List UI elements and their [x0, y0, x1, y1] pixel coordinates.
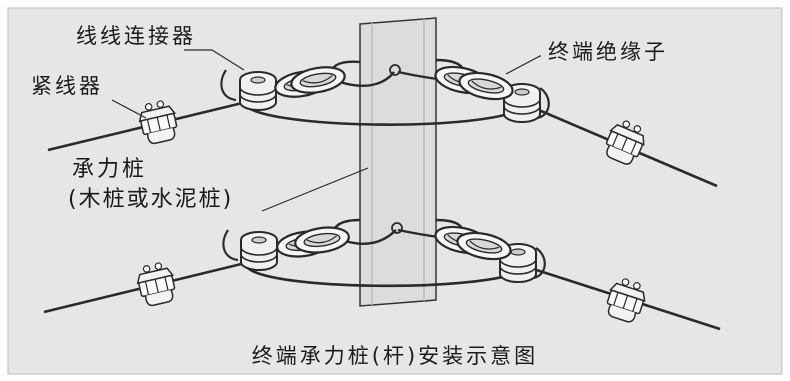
front-loops	[245, 104, 521, 288]
label-load-bearing-pile: 承力桩	[72, 157, 148, 182]
left-spools	[220, 69, 278, 271]
pile-hooks	[389, 64, 403, 234]
pile-post	[359, 17, 437, 307]
label-terminal-insulator: 终端绝缘子	[548, 40, 668, 64]
label-pile-material: (木桩或水泥桩)	[68, 187, 234, 212]
label-wire-tensioner: 紧线器	[31, 74, 103, 98]
label-line-connector: 线线连接器	[76, 24, 196, 48]
leader-lines	[111, 49, 541, 212]
diagram-caption: 终端承力桩(杆)安装示意图	[251, 344, 539, 368]
right-spools	[499, 83, 550, 283]
